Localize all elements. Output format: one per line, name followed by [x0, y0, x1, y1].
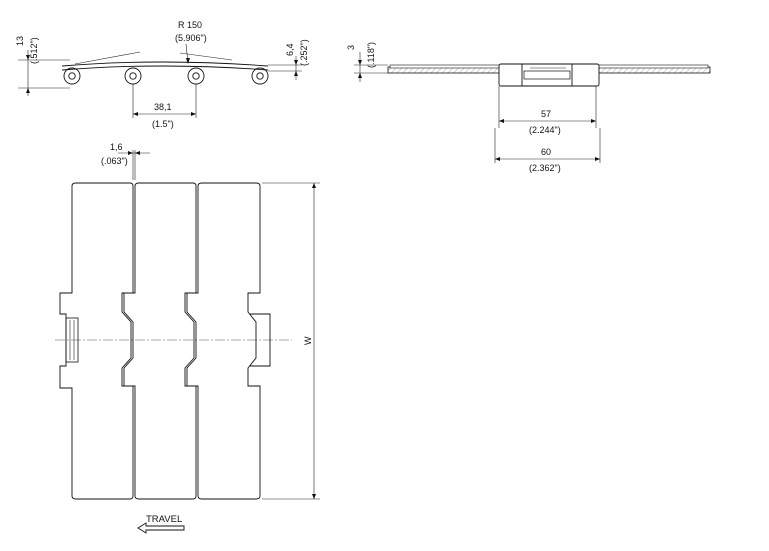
thickness-side-imperial: (.252") [299, 39, 309, 66]
thickness-end-imperial: (.118") [366, 42, 376, 68]
width-label: W [303, 336, 313, 345]
hinge-knuckle [63, 67, 81, 85]
hinge-inner-imperial: (2.244") [529, 125, 561, 135]
pitch-metric: 38,1 [154, 102, 172, 112]
radius-metric: R 150 [178, 20, 202, 30]
travel-label: TRAVEL [146, 514, 182, 525]
thickness-end-metric: 3 [346, 45, 356, 50]
chain-plate [59, 182, 134, 500]
hinge-outer-imperial: (2.362") [529, 163, 561, 173]
thickness-side-metric: 6,4 [285, 43, 295, 56]
hinge-knuckle [251, 67, 269, 85]
end-view: 3 (.118") 57 (2.244") 60 (2.362") [346, 42, 711, 173]
gap-metric: 1,6 [110, 142, 123, 152]
side-view: R 150 (5.906") 13 (.512") 6,4 (.252") 38… [15, 20, 309, 129]
hinge-inner-metric: 57 [541, 109, 551, 119]
top-view: 1,6 (.063") W TRAVEL [55, 142, 320, 534]
height-imperial: (.512") [29, 37, 39, 64]
hinge-outer-metric: 60 [541, 147, 551, 157]
hinge-knuckle [124, 67, 142, 85]
travel-arrow: TRAVEL [137, 514, 185, 534]
radius-imperial: (5.906") [175, 33, 207, 43]
chain-plate [186, 182, 261, 500]
chain-plate [123, 182, 197, 500]
hinge-knuckle [187, 67, 205, 85]
pitch-imperial: (1.5") [152, 119, 174, 129]
height-metric: 13 [15, 36, 25, 46]
gap-imperial: (.063") [101, 156, 128, 166]
